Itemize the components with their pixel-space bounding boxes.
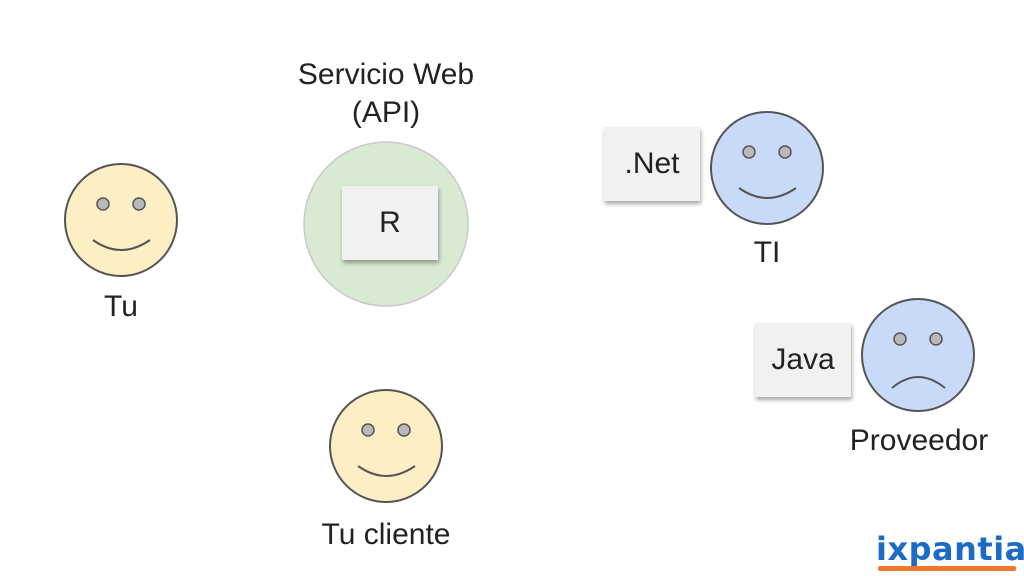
net-card: .Net xyxy=(604,127,700,201)
ti-label: TI xyxy=(753,236,781,269)
proveedor-sad-face-icon xyxy=(861,298,975,412)
logo-underline xyxy=(878,566,1016,571)
cliente-label: Tu cliente xyxy=(321,518,451,551)
ti-smiley-icon xyxy=(710,111,824,225)
api-title-line1: Servicio Web xyxy=(297,58,475,91)
tu-label: Tu xyxy=(104,290,138,323)
api-title-line2: (API) xyxy=(351,96,421,129)
proveedor-label: Proveedor xyxy=(849,424,989,457)
ixpantia-logo: ixpantia xyxy=(876,530,1024,568)
cliente-smiley-icon xyxy=(329,389,443,503)
tu-smiley-icon xyxy=(64,163,178,277)
r-card: R xyxy=(342,186,438,260)
java-card: Java xyxy=(755,323,851,397)
